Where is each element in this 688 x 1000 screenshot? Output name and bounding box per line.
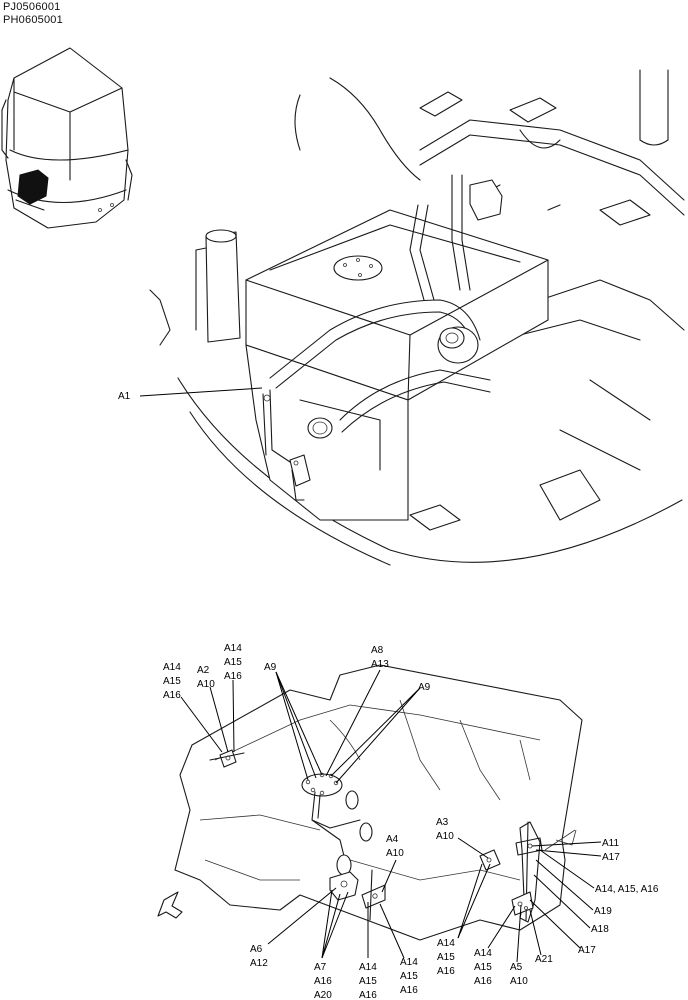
front-arrow-icon: [157, 891, 183, 919]
label-a9-right: A9: [418, 682, 431, 693]
label-a14-b1: A14: [359, 962, 377, 973]
label-a20: A20: [314, 990, 332, 1000]
label-a12: A12: [250, 958, 268, 969]
label-a10-a5: A10: [510, 976, 528, 987]
label-a16-mid: A16: [224, 671, 242, 682]
label-a5: A5: [510, 962, 523, 973]
label-a10-a2: A10: [197, 679, 215, 690]
label-a15-left: A15: [163, 676, 181, 687]
label-a6: A6: [250, 944, 263, 955]
a1-leader: [139, 387, 263, 397]
label-a14-b3: A14: [437, 938, 455, 949]
detail-labels: A14 A15 A16 A2 A10 A14 A15 A16 A9 A8 A13…: [163, 643, 659, 1000]
label-a15-b3: A15: [437, 952, 455, 963]
machine-thumbnail: [1, 47, 133, 229]
label-a16-a7: A16: [314, 976, 332, 987]
label-a8: A8: [371, 645, 384, 656]
label-a14-a15-a16: A14, A15, A16: [595, 884, 659, 895]
label-a3: A3: [436, 817, 449, 828]
label-a16-b3: A16: [437, 966, 455, 977]
label-a13: A13: [371, 659, 389, 670]
label-a15-mid: A15: [224, 657, 242, 668]
label-a15-b4: A15: [474, 962, 492, 973]
label-a9-left: A9: [264, 662, 277, 673]
label-a10-a3: A10: [436, 831, 454, 842]
label-a15-b1: A15: [359, 976, 377, 987]
label-a2: A2: [197, 665, 210, 676]
label-a21: A21: [535, 954, 553, 965]
label-a4: A4: [386, 834, 399, 845]
label-a14-b4: A14: [474, 948, 492, 959]
label-a14-left: A14: [163, 662, 181, 673]
drawing-code-secondary: PH0605001: [3, 14, 63, 26]
label-a14-b2: A14: [400, 957, 418, 968]
detail-assembly-view: [157, 664, 583, 941]
label-a16-b1: A16: [359, 990, 377, 1000]
label-a16-b4: A16: [474, 976, 492, 987]
label-a17-bottom: A17: [578, 945, 596, 956]
label-a11: A11: [602, 838, 619, 849]
label-a17-top: A17: [602, 852, 620, 863]
label-a19: A19: [594, 906, 612, 917]
label-a16-left: A16: [163, 690, 181, 701]
detail-leader-lines: [180, 669, 602, 963]
label-a7: A7: [314, 962, 327, 973]
label-a10-a4: A10: [386, 848, 404, 859]
drawing-code-primary: PJ0506001: [3, 1, 61, 13]
label-a15-b2: A15: [400, 971, 418, 982]
label-a16-b2: A16: [400, 985, 418, 996]
main-assembly-view: [149, 69, 685, 566]
label-a18: A18: [591, 924, 609, 935]
label-a1: A1: [118, 391, 131, 402]
label-a14-mid: A14: [224, 643, 242, 654]
